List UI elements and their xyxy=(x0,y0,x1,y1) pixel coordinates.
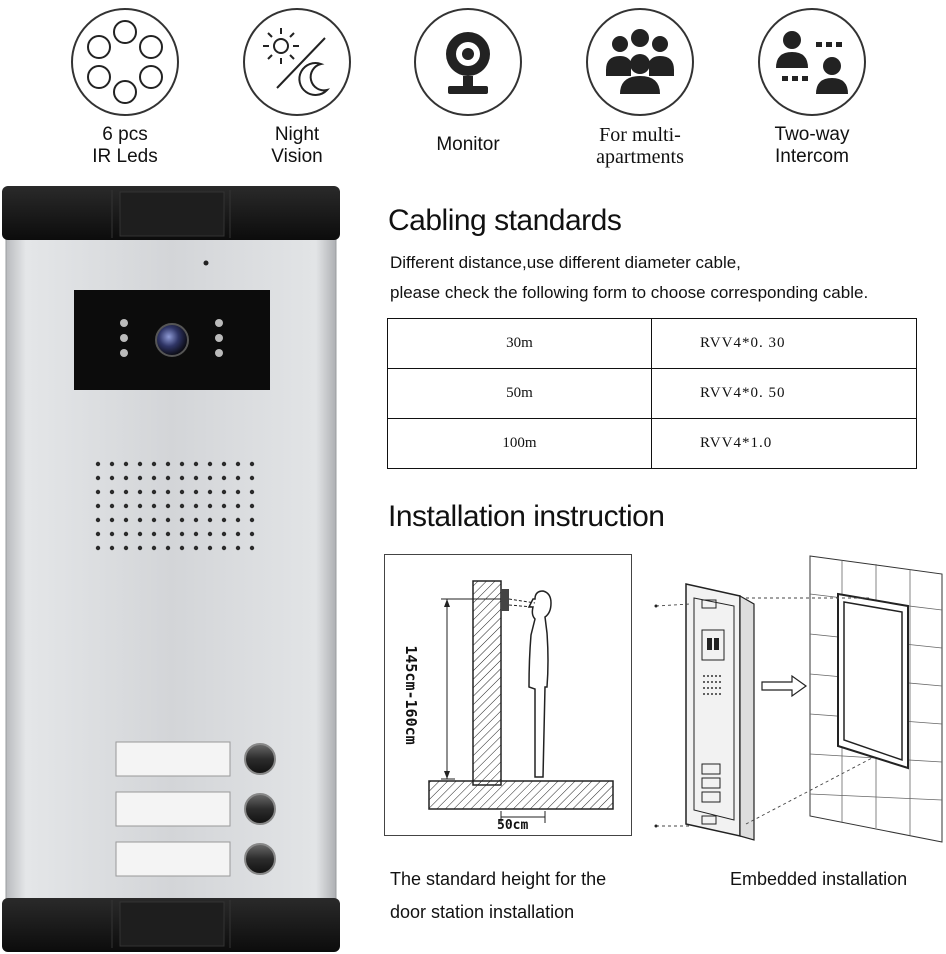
caption-embedded-installation: Embedded installation xyxy=(730,869,908,889)
sun-moon-icon xyxy=(243,8,351,116)
height-label: 145cm-160cm xyxy=(402,645,420,745)
cabling-desc-line1: Different distance,use different diamete… xyxy=(390,253,741,272)
door-station-panel xyxy=(2,186,340,952)
distance-cell: 100m xyxy=(387,418,652,469)
embedded-diagram xyxy=(650,554,944,844)
distance-cell: 30m xyxy=(387,318,652,369)
caption-standard-height-line1: The standard height for the xyxy=(390,869,607,889)
table-row: 50m RVV4*0. 50 xyxy=(387,368,917,419)
ir-leds-icon xyxy=(71,8,179,116)
cable-cell: RVV4*1.0 xyxy=(651,418,917,469)
feature-label: Monitor xyxy=(436,134,500,155)
caption-standard-height-line2: door station installation xyxy=(390,902,575,922)
feature-monitor: Monitor xyxy=(383,8,553,156)
installation-title: Installation instruction xyxy=(388,500,665,533)
group-people-icon xyxy=(586,8,694,116)
cabling-desc-line2: please check the following form to choos… xyxy=(390,283,869,302)
distance-label: 50cm xyxy=(497,818,529,833)
cable-cell: RVV4*0. 30 xyxy=(651,318,917,369)
cable-cell: RVV4*0. 50 xyxy=(651,368,917,419)
table-row: 30m RVV4*0. 30 xyxy=(387,318,917,369)
webcam-icon xyxy=(414,8,522,116)
feature-label: For multi-apartments xyxy=(596,124,684,168)
feature-multi-apartments: For multi-apartments xyxy=(555,8,725,168)
table-row: 100m RVV4*1.0 xyxy=(387,418,917,469)
two-person-chat-icon xyxy=(758,8,866,116)
height-diagram: 145cm-160cm 50cm xyxy=(384,554,632,836)
distance-cell: 50m xyxy=(387,368,652,419)
cable-table: 30m RVV4*0. 30 50m RVV4*0. 50 100m RVV4*… xyxy=(387,318,917,469)
cabling-title: Cabling standards xyxy=(388,204,622,237)
